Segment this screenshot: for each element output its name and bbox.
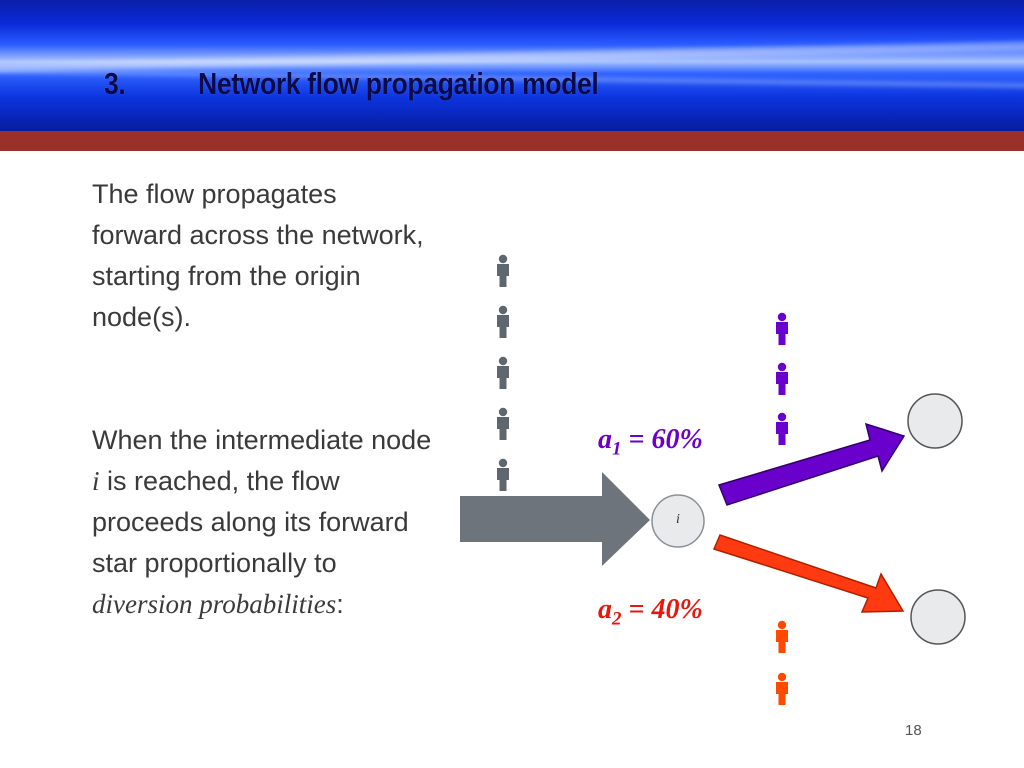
branch2-subscript: 2 — [612, 608, 622, 630]
person-icon — [776, 312, 788, 345]
person-icon — [776, 672, 788, 705]
incoming-people-group — [497, 254, 509, 491]
slide-title: Network flow propagation model — [198, 66, 599, 101]
branch1-subscript: 1 — [612, 438, 622, 460]
node-i — [651, 494, 705, 548]
person-icon — [497, 305, 509, 338]
page-number: 18 — [905, 722, 922, 739]
branch1-value: = 60% — [621, 424, 703, 455]
branch2-probability-label: a2 = 40% — [598, 594, 703, 631]
branch1-people-group — [776, 312, 788, 445]
destination-node-top — [907, 393, 963, 449]
person-icon — [776, 412, 788, 445]
title-underline-band — [0, 131, 1024, 151]
paragraph-colon: : — [336, 589, 344, 619]
paragraph-text: is reached, the flow proceeds along its … — [92, 466, 409, 578]
incoming-flow-arrow — [460, 472, 650, 566]
person-icon — [497, 458, 509, 491]
branch2-value: = 40% — [621, 594, 703, 625]
branch2-flow-arrow — [712, 534, 905, 613]
person-icon — [776, 362, 788, 395]
branch1-symbol: a — [598, 424, 612, 455]
person-icon — [497, 407, 509, 440]
paragraph-intermediate-node: When the intermediate node i is reached,… — [92, 420, 432, 625]
node-i-label: i — [676, 512, 680, 527]
slide-title-number: 3. — [104, 66, 126, 101]
branch1-flow-arrow — [717, 422, 906, 506]
diversion-probabilities-term: diversion probabilities — [92, 589, 337, 619]
person-icon — [497, 356, 509, 389]
person-icon — [776, 620, 788, 653]
paragraph-flow-propagation: The flow propagates forward across the n… — [92, 179, 424, 332]
branch1-probability-label: a1 = 60% — [598, 424, 703, 461]
person-icon — [497, 254, 509, 287]
title-banner — [0, 0, 1024, 131]
paragraph-text: When the intermediate node — [92, 425, 432, 455]
node-symbol: i — [92, 466, 100, 496]
destination-node-bottom — [910, 589, 966, 645]
branch2-symbol: a — [598, 594, 612, 625]
branch2-people-group — [776, 620, 788, 705]
